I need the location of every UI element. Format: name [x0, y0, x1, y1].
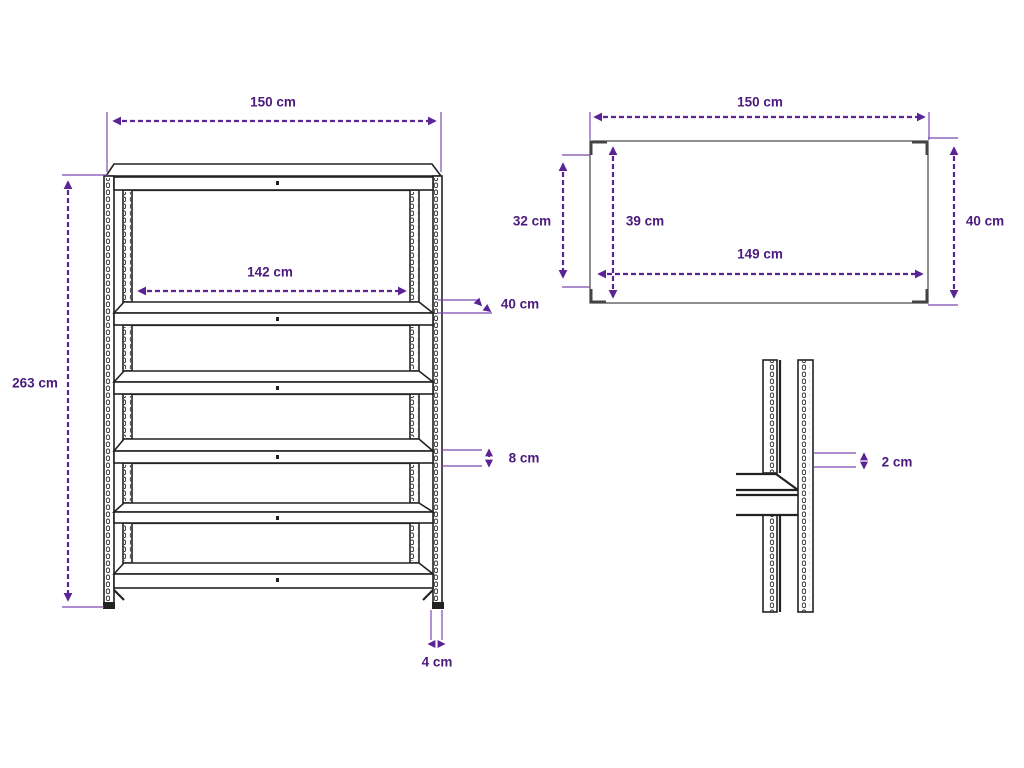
top-width-label: 150 cm — [737, 94, 783, 110]
shelf-depth-label: 40 cm — [500, 296, 540, 312]
inner-width-label: 142 cm — [247, 264, 293, 280]
inner-depth-dimension — [558, 154, 590, 288]
front-width-dimension — [106, 112, 442, 172]
left-foot — [103, 602, 115, 609]
hole-spacing-label: 2 cm — [881, 454, 913, 470]
front-height-dimension — [62, 174, 108, 608]
back-panel-lines — [132, 188, 410, 525]
outer-depth-label: 40 cm — [965, 213, 1005, 229]
front-height-label: 263 cm — [12, 375, 58, 391]
inner-depth-label: 32 cm — [512, 213, 552, 229]
shelf-depth-dimension — [438, 297, 492, 314]
outer-depth-dimension — [928, 137, 959, 306]
shelf-width-label: 149 cm — [737, 246, 783, 262]
detail-shelf — [736, 472, 799, 517]
hole-spacing-dimension — [813, 452, 868, 470]
shelf-board-6 — [113, 573, 434, 589]
front-view — [62, 112, 493, 648]
post-width-label: 4 cm — [421, 654, 453, 670]
shelf-board-4 — [113, 450, 434, 464]
top-shelf-cap — [104, 163, 443, 177]
top-view — [558, 112, 959, 306]
shelf-board-1 — [113, 176, 434, 191]
board-height-dimension — [442, 448, 493, 468]
right-post-holes — [434, 178, 442, 602]
shelf-depth-top-label: 39 cm — [625, 213, 665, 229]
shelf-board-3 — [113, 381, 434, 395]
corner-brackets — [589, 140, 929, 304]
detail-view — [736, 359, 868, 613]
shelf-board-2 — [113, 312, 434, 326]
front-width-label: 150 cm — [250, 94, 296, 110]
board-height-label: 8 cm — [508, 450, 540, 466]
shelf-board-5 — [113, 511, 434, 524]
top-width-dimension — [589, 112, 930, 140]
post-width-dimension — [427, 610, 446, 648]
left-post-holes — [105, 178, 113, 602]
shelves — [111, 176, 436, 589]
right-foot — [432, 602, 444, 609]
